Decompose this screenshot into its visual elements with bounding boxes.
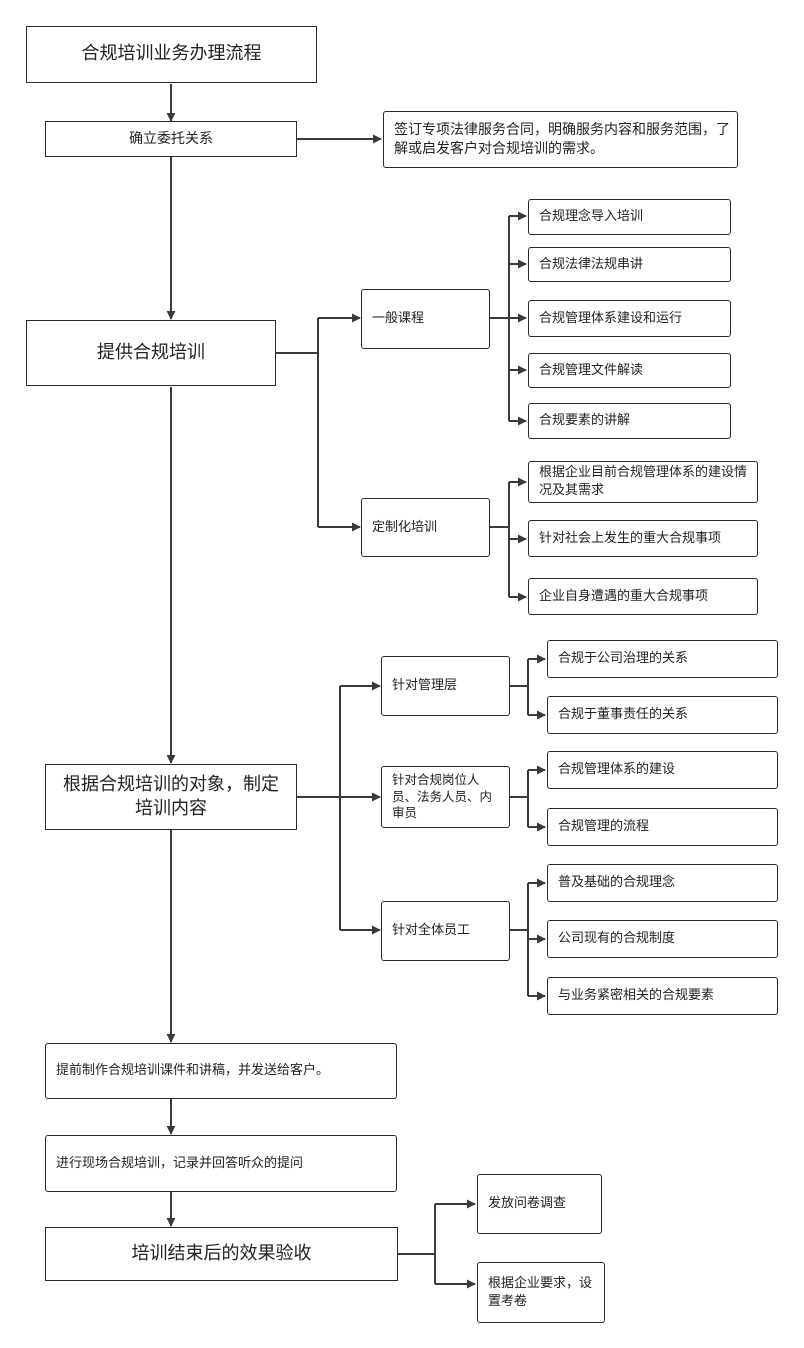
- acceptance-method-exam: 根据企业要求，设置考卷: [477, 1262, 605, 1323]
- general-course-item: 合规理念导入培训: [528, 199, 731, 235]
- custom-training-item: 企业自身遭遇的重大合规事项: [528, 578, 758, 615]
- target-item: 与业务紧密相关的合规要素: [547, 977, 778, 1015]
- target-item: 合规管理的流程: [547, 808, 778, 846]
- target-group-compliance-staff: 针对合规岗位人员、法务人员、内审员: [381, 766, 510, 828]
- step-prepare-materials: 提前制作合规培训课件和讲稿，并发送给客户。: [45, 1043, 397, 1099]
- target-item: 公司现有的合规制度: [547, 920, 778, 958]
- target-item: 合规于公司治理的关系: [547, 640, 778, 678]
- general-course-item: 合规管理文件解读: [528, 353, 731, 388]
- custom-training-item: 针对社会上发生的重大合规事项: [528, 520, 758, 557]
- target-group-all-employees: 针对全体员工: [381, 901, 510, 961]
- general-course-item: 合规管理体系建设和运行: [528, 300, 731, 337]
- step-acceptance: 培训结束后的效果验收: [45, 1227, 398, 1281]
- general-course-item: 合规要素的讲解: [528, 403, 731, 439]
- step-provide-training: 提供合规培训: [26, 320, 276, 386]
- custom-training-item: 根据企业目前合规管理体系的建设情况及其需求: [528, 461, 758, 503]
- step-establish-relationship: 确立委托关系: [45, 121, 297, 157]
- general-course-item: 合规法律法规串讲: [528, 247, 731, 282]
- flow-title: 合规培训业务办理流程: [81, 43, 262, 65]
- establish-note: 签订专项法律服务合同，明确服务内容和服务范围，了解或启发客户对合规培训的需求。: [383, 111, 738, 168]
- target-item: 普及基础的合规理念: [547, 864, 778, 902]
- target-item: 合规于董事责任的关系: [547, 696, 778, 734]
- custom-training-box: 定制化培训: [361, 498, 490, 557]
- title-box: 合规培训业务办理流程: [26, 26, 317, 83]
- acceptance-method-questionnaire: 发放问卷调查: [477, 1174, 602, 1234]
- target-group-management: 针对管理层: [381, 656, 510, 716]
- step-conduct-training: 进行现场合规培训，记录并回答听众的提问: [45, 1135, 397, 1192]
- general-course-box: 一般课程: [361, 289, 490, 349]
- step-content-by-target: 根据合规培训的对象，制定培训内容: [45, 764, 297, 830]
- target-item: 合规管理体系的建设: [547, 751, 778, 789]
